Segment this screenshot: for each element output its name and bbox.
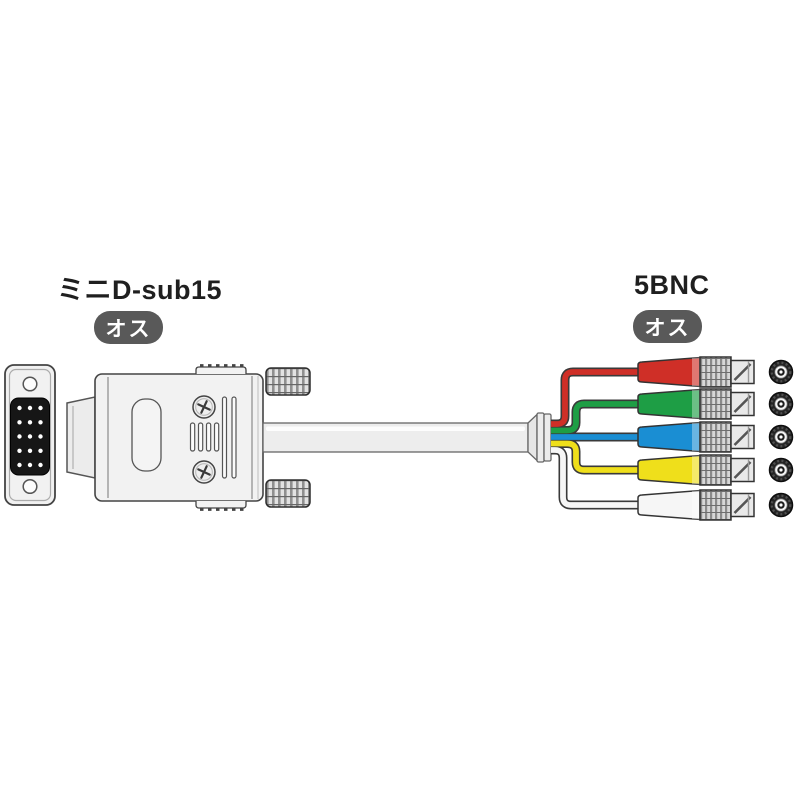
bnc-front-yellow [768, 457, 794, 483]
right-gender-badge-text: オス [644, 316, 691, 340]
bnc-front-green [768, 391, 794, 417]
grip-strip-top [195, 366, 247, 374]
bnc-front-red [768, 359, 794, 385]
screw-hole-bottom [22, 478, 38, 495]
cable-assembly [262, 412, 552, 463]
thumbscrew-bottom [265, 479, 311, 508]
screw-hole-top [22, 376, 38, 392]
bnc-front-white [768, 492, 794, 518]
left-gender-badge: オス [94, 311, 163, 344]
bnc-plug-red [636, 355, 756, 389]
grip-strip-bottom [195, 501, 247, 509]
splitter-flare [527, 412, 538, 463]
vga-front-inner-line [8, 368, 52, 502]
wire-white [551, 447, 641, 508]
vga-front-view [4, 364, 56, 506]
wire-green [551, 401, 641, 434]
bnc-front-blue [768, 424, 794, 450]
right-connector-label: 5BNC [634, 270, 710, 300]
left-connector-label: ミニD-sub15 [57, 275, 223, 305]
vent-slots [189, 396, 237, 479]
wire-fanout [550, 367, 641, 510]
cable-highlight [266, 426, 525, 431]
splitter-collar-1 [536, 412, 545, 463]
bnc-plug-green [636, 387, 756, 421]
right-gender-badge: オス [633, 310, 702, 343]
bnc-plug-yellow [636, 453, 756, 487]
thumbscrew-top [265, 367, 311, 396]
phillips-screw-top-icon [191, 394, 217, 420]
phillips-screw-bottom-icon [191, 459, 217, 485]
wire-red [551, 369, 641, 427]
housing-grip-cutout [131, 398, 162, 472]
vga-pin-grid [17, 405, 43, 468]
vga-housing-body [94, 373, 264, 502]
bnc-plug-white [636, 488, 756, 522]
left-gender-badge-text: オス [105, 317, 152, 341]
vga-shield [66, 396, 96, 479]
splitter-collar-2 [543, 413, 552, 462]
bnc-plug-blue [636, 420, 756, 454]
wire-yellow [551, 440, 641, 473]
vga-housing [66, 364, 311, 511]
